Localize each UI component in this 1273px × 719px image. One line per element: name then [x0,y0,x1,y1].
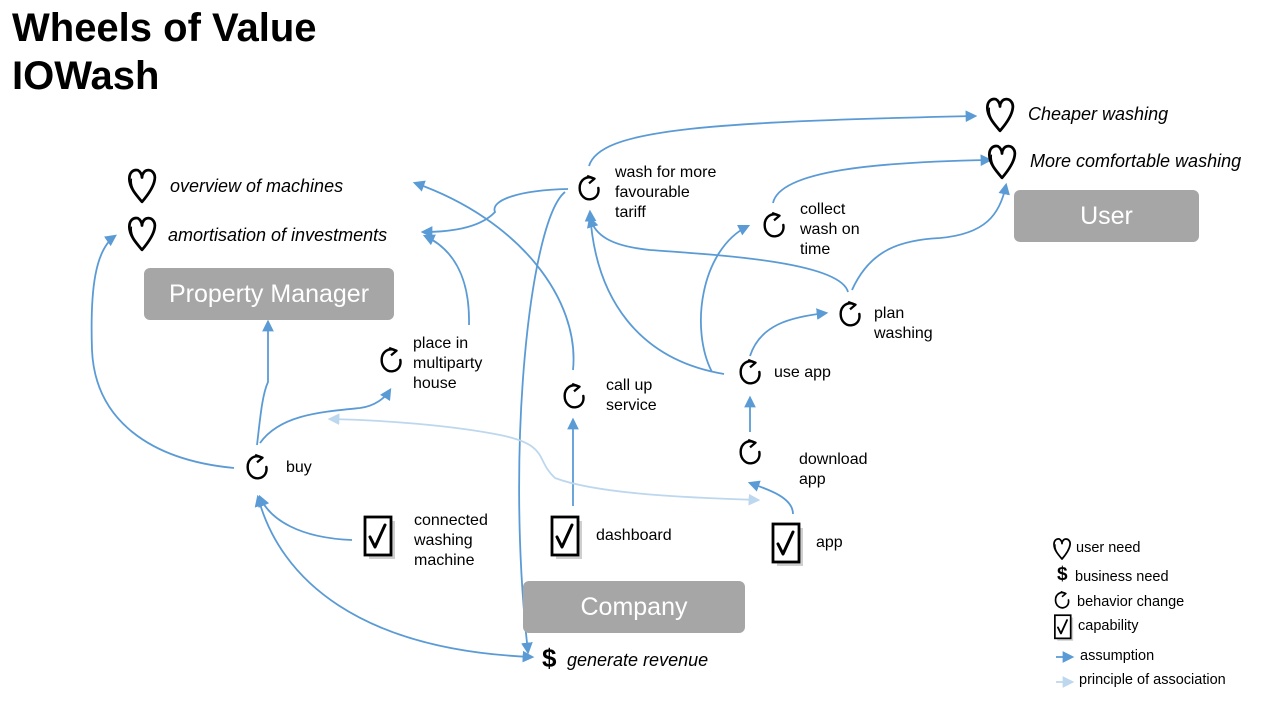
heart-icon [126,215,158,253]
arrow-service-to-overview [412,180,575,371]
checkbox-icon [1053,614,1075,642]
association-app-buy [327,413,761,506]
role-label: User [1080,201,1133,230]
behavior-use-app: use app [774,364,831,381]
heart-icon [1052,537,1072,561]
page-title: Wheels of Value IOWash [12,4,317,100]
arrow-buy-revenue [254,494,535,663]
arrow-machine-to-buy [258,494,353,541]
dollar-icon: $ [542,643,557,673]
title-line-1: Wheels of Value [12,6,317,50]
capability-app: app [816,534,843,551]
role-user: User [1014,190,1199,242]
cycle-arrow-icon [377,344,405,376]
behavior-call-up-service: call up service [606,377,657,414]
dollar-icon: $ [1057,564,1068,585]
behavior-plan-washing: plan washing [874,305,933,342]
arrow-useapp-to-tariff [584,209,725,375]
arrow-useapp-to-collect [700,224,751,373]
arrow-buy-to-pm [256,319,274,446]
legend-behavior-change: behavior change [1077,594,1185,610]
behavior-buy: buy [286,459,312,476]
heart-icon [126,167,158,205]
legend-assumption: assumption [1080,648,1155,664]
role-property-manager: Property Manager [144,268,394,320]
legend-capability: capability [1078,618,1139,634]
behavior-collect-wash: collect wash on time [800,201,860,258]
cycle-arrow-icon [736,436,764,468]
role-company: Company [523,581,745,633]
legend-principle-of-association: principle of association [1079,672,1226,688]
arrow-plan-to-user [851,182,1010,291]
need-overview-of-machines: overview of machines [170,176,344,196]
cycle-arrow-icon [836,298,864,330]
need-generate-revenue: generate revenue [567,650,709,670]
need-cheaper-washing: Cheaper washing [1028,104,1169,124]
title-line-2: IOWash [12,54,160,98]
need-more-comfortable-washing: More comfortable washing [1030,151,1242,171]
capability-connected-machine: connected washing machine [414,512,488,569]
behavior-place-in-house: place in multiparty house [413,335,483,392]
behavior-wash-tariff: wash for more favourable tariff [615,164,717,221]
arrow-app-to-download [747,480,794,515]
arrow-buy-to-place [259,388,392,444]
arrow-tariff-to-amortisation [420,188,569,238]
capability-dashboard: dashboard [596,527,672,544]
cycle-arrow-icon [1052,589,1072,611]
behavior-download-app: download app [799,451,868,488]
checkbox-icon [771,522,805,568]
cycle-arrow-icon [560,380,588,412]
role-label: Property Manager [168,279,370,308]
checkbox-icon [363,515,397,561]
arrow-plan-to-tariff [587,215,849,293]
cycle-arrow-icon [760,209,788,241]
arrow-place-to-amortisation [422,234,470,326]
arrow-tariff-to-cheaper [588,110,978,167]
arrow-useapp-to-plan [749,308,829,357]
heart-icon [984,96,1016,134]
arrow-buy-to-amortisation [90,234,235,469]
need-amortisation-of-investments: amortisation of investments [168,225,388,245]
legend-business-need: business need [1075,569,1169,585]
cycle-arrow-icon [243,451,271,483]
cycle-arrow-icon [736,356,764,388]
legend-user-need: user need [1076,540,1141,556]
role-label: Company [580,592,688,621]
cycle-arrow-icon [575,172,603,204]
arrow-collect-to-comfortable [772,154,993,204]
heart-icon [986,143,1018,181]
checkbox-icon [550,515,584,561]
